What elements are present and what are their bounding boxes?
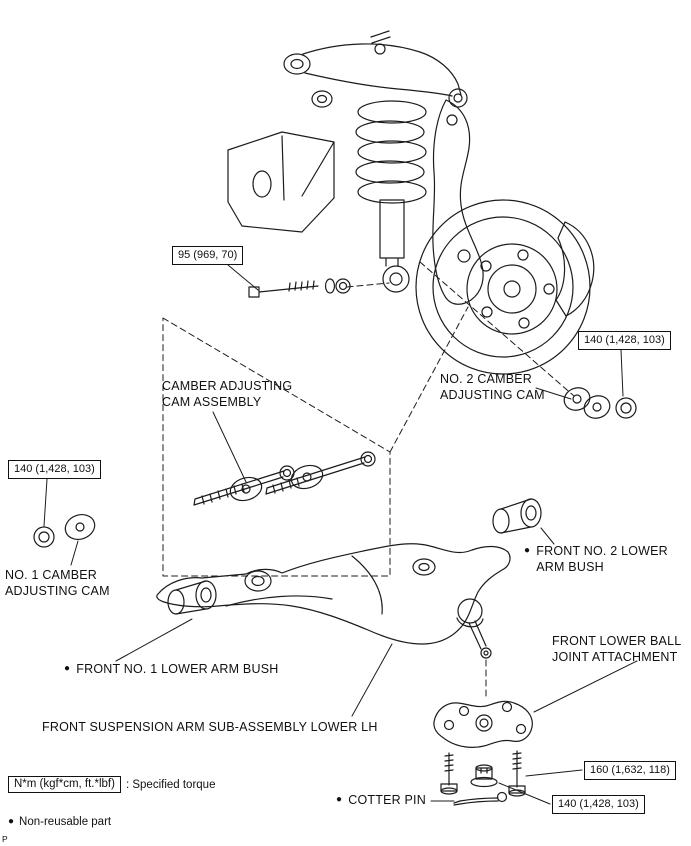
- shock-absorber: [379, 199, 410, 293]
- non-reusable-bullet-icon: ●: [524, 545, 531, 556]
- cotter-pin-part: [453, 791, 508, 806]
- castle-nut-washer: [470, 764, 498, 788]
- non-reusable-legend: ● Non-reusable part: [8, 814, 111, 830]
- camber-cam-bolts: [193, 451, 376, 506]
- attachment-bolts: [440, 750, 526, 797]
- front-no2-lower-arm-bush-part: [492, 498, 542, 534]
- no2-camber-cam-parts: [563, 387, 637, 419]
- label-front-lower-ball-joint-attachment: FRONT LOWER BALL JOINT ATTACHMENT: [552, 634, 682, 664]
- label-text: FRONT NO. 1 LOWER ARM BUSH: [76, 662, 279, 676]
- label-camber-adjusting-cam-assembly: CAMBER ADJUSTING CAM ASSEMBLY: [162, 379, 293, 409]
- no1-camber-cam-parts: [33, 514, 96, 548]
- torque-unit-box: N*m (kgf*cm, ft.*lbf): [8, 776, 121, 793]
- steering-knuckle: [432, 99, 484, 305]
- leader-lines: [43, 264, 638, 805]
- torque-box-no1-cam-nut: 140 (1,428, 103): [8, 460, 101, 479]
- assembly-dashed-lines: [162, 261, 575, 701]
- label-cotter-pin: ● COTTER PIN: [336, 792, 426, 808]
- non-reusable-bullet-icon: ●: [64, 663, 71, 674]
- page-footer-mark: P: [2, 834, 8, 844]
- label-front-no2-lower-arm-bush: ● FRONT NO. 2 LOWER ARM BUSH: [524, 543, 668, 575]
- torque-legend-caption: : Specified torque: [125, 778, 216, 791]
- frame-bracket: [227, 131, 335, 233]
- front-no1-lower-arm-bush-part: [167, 580, 217, 615]
- label-no2-camber-adjusting-cam: NO. 2 CAMBER ADJUSTING CAM: [440, 372, 545, 402]
- non-reusable-legend-caption: Non-reusable part: [19, 816, 112, 828]
- label-front-suspension-arm-sub-assembly: FRONT SUSPENSION ARM SUB-ASSEMBLY LOWER …: [42, 720, 378, 734]
- torque-legend: N*m (kgf*cm, ft.*lbf) : Specified torque: [8, 776, 215, 793]
- coil-spring: [355, 100, 427, 204]
- caliper-bracket: [555, 221, 595, 317]
- torque-box-upper-arm-bolt: 95 (969, 70): [172, 246, 244, 265]
- label-text: COTTER PIN: [348, 793, 426, 807]
- label-front-no1-lower-arm-bush: ● FRONT NO. 1 LOWER ARM BUSH: [64, 661, 278, 677]
- brake-backing-plate: [415, 199, 595, 375]
- ball-joint: [456, 598, 492, 659]
- label-text: FRONT NO. 2 LOWER ARM BUSH: [536, 544, 668, 574]
- non-reusable-bullet-icon: ●: [336, 794, 343, 805]
- shock-top-mount: [370, 30, 391, 55]
- lower-control-arm: [156, 543, 511, 645]
- torque-box-no2-cam-nut: 140 (1,428, 103): [578, 331, 671, 350]
- torque-box-attachment-bolts: 160 (1,632, 118): [584, 761, 676, 780]
- label-no1-camber-adjusting-cam: NO. 1 CAMBER ADJUSTING CAM: [5, 568, 110, 598]
- upper-arm-bolts: [248, 278, 351, 298]
- ball-joint-attachment-bracket: [433, 700, 533, 748]
- upper-control-arm: [283, 43, 468, 108]
- non-reusable-bullet-icon: ●: [8, 816, 15, 827]
- torque-box-ball-joint-castle-nut: 140 (1,428, 103): [552, 795, 645, 814]
